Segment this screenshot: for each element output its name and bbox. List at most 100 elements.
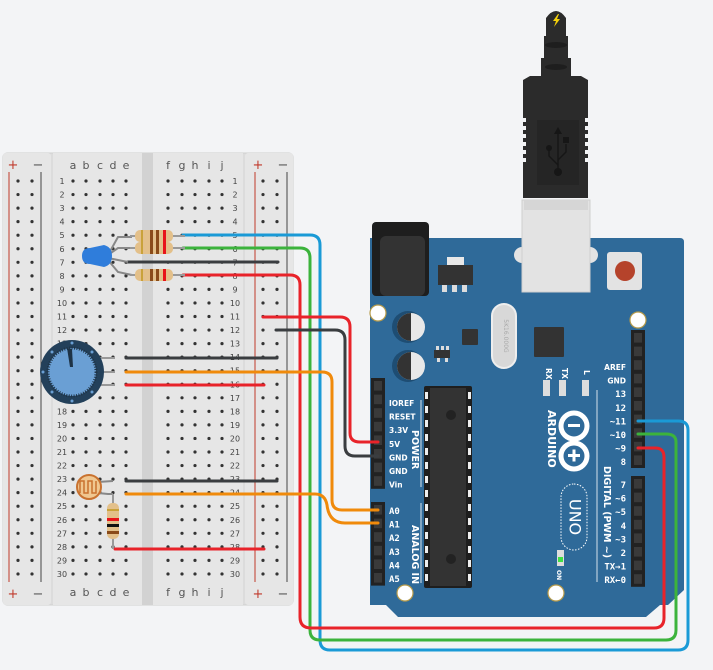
- breadboard-hole[interactable]: [193, 423, 197, 427]
- rail-hole[interactable]: [275, 220, 279, 224]
- breadboard-hole[interactable]: [207, 504, 211, 508]
- rail-hole[interactable]: [275, 558, 279, 563]
- breadboard-hole[interactable]: [220, 518, 224, 522]
- breadboard-hole[interactable]: [71, 287, 75, 291]
- rail-hole[interactable]: [30, 477, 34, 481]
- rail-hole[interactable]: [16, 287, 20, 291]
- breadboard-hole[interactable]: [193, 436, 197, 441]
- breadboard-hole[interactable]: [98, 409, 102, 413]
- rail-hole[interactable]: [261, 504, 265, 508]
- breadboard-hole[interactable]: [98, 192, 102, 197]
- rail-hole[interactable]: [261, 301, 265, 305]
- pulldown-resistor[interactable]: [107, 494, 119, 549]
- wire-green-pin10[interactable]: [181, 246, 678, 642]
- rail-hole[interactable]: [16, 220, 20, 224]
- rail-hole[interactable]: [16, 423, 20, 427]
- breadboard-hole[interactable]: [207, 450, 211, 454]
- breadboard-hole[interactable]: [180, 342, 184, 346]
- rail-hole[interactable]: [30, 450, 34, 454]
- header-socket[interactable]: [374, 381, 382, 391]
- rail-hole[interactable]: [16, 545, 20, 549]
- breadboard-hole[interactable]: [84, 409, 88, 413]
- breadboard-hole[interactable]: [166, 192, 170, 197]
- header-socket[interactable]: [374, 462, 382, 473]
- rail-hole[interactable]: [16, 382, 20, 386]
- breadboard-hole[interactable]: [124, 274, 128, 278]
- rail-hole[interactable]: [261, 409, 265, 413]
- rail-hole[interactable]: [16, 260, 20, 264]
- breadboard-hole[interactable]: [180, 179, 184, 183]
- breadboard-hole[interactable]: [220, 409, 224, 413]
- rail-hole[interactable]: [16, 328, 20, 332]
- usb-cable[interactable]: [523, 11, 588, 210]
- breadboard-hole[interactable]: [124, 450, 128, 454]
- breadboard-hole[interactable]: [220, 220, 224, 224]
- rail-hole[interactable]: [261, 192, 265, 197]
- rail-hole[interactable]: [16, 491, 20, 495]
- breadboard-hole[interactable]: [124, 287, 128, 291]
- breadboard-hole[interactable]: [98, 301, 102, 305]
- rail-hole[interactable]: [16, 179, 20, 183]
- breadboard-hole[interactable]: [220, 396, 224, 400]
- breadboard-hole[interactable]: [98, 233, 102, 237]
- rail-hole[interactable]: [261, 572, 265, 576]
- breadboard-hole[interactable]: [207, 179, 211, 183]
- breadboard-hole[interactable]: [166, 179, 170, 183]
- breadboard-hole[interactable]: [220, 450, 224, 454]
- breadboard-hole[interactable]: [124, 342, 128, 346]
- header-socket[interactable]: [634, 346, 642, 357]
- breadboard-hole[interactable]: [84, 287, 88, 291]
- breadboard-hole[interactable]: [71, 409, 75, 413]
- breadboard-hole[interactable]: [98, 531, 102, 535]
- breadboard-hole[interactable]: [124, 531, 128, 535]
- header-socket[interactable]: [634, 533, 642, 543]
- rail-hole[interactable]: [16, 369, 20, 373]
- rgb-led[interactable]: [82, 236, 133, 276]
- rail-hole[interactable]: [275, 301, 279, 305]
- breadboard-hole[interactable]: [193, 531, 197, 535]
- breadboard-hole[interactable]: [166, 220, 170, 224]
- rail-hole[interactable]: [16, 409, 20, 413]
- breadboard-hole[interactable]: [166, 463, 170, 468]
- rail-hole[interactable]: [275, 342, 279, 346]
- rail-hole[interactable]: [275, 206, 279, 210]
- breadboard-hole[interactable]: [207, 558, 211, 563]
- rail-hole[interactable]: [30, 382, 34, 386]
- breadboard-hole[interactable]: [71, 179, 75, 183]
- breadboard-hole[interactable]: [71, 545, 75, 549]
- breadboard-hole[interactable]: [207, 436, 211, 441]
- breadboard-hole[interactable]: [180, 423, 184, 427]
- breadboard-hole[interactable]: [220, 558, 224, 563]
- breadboard-hole[interactable]: [84, 504, 88, 508]
- breadboard-hole[interactable]: [220, 572, 224, 576]
- breadboard-hole[interactable]: [111, 179, 115, 183]
- breadboard-hole[interactable]: [98, 396, 102, 400]
- breadboard-hole[interactable]: [207, 396, 211, 400]
- breadboard-hole[interactable]: [71, 260, 75, 264]
- breadboard-hole[interactable]: [84, 220, 88, 224]
- header-socket[interactable]: [634, 574, 642, 584]
- breadboard-hole[interactable]: [124, 179, 128, 183]
- breadboard-hole[interactable]: [180, 518, 184, 522]
- breadboard-hole[interactable]: [193, 206, 197, 210]
- rail-hole[interactable]: [275, 572, 279, 576]
- breadboard-hole[interactable]: [84, 531, 88, 535]
- breadboard-hole[interactable]: [71, 274, 75, 278]
- breadboard-hole[interactable]: [193, 396, 197, 400]
- breadboard-hole[interactable]: [166, 409, 170, 413]
- breadboard-hole[interactable]: [98, 287, 102, 291]
- header-socket[interactable]: [374, 394, 382, 405]
- header-socket[interactable]: [634, 414, 642, 425]
- header-socket[interactable]: [374, 449, 382, 459]
- breadboard-hole[interactable]: [220, 179, 224, 183]
- breadboard-hole[interactable]: [193, 342, 197, 346]
- breadboard-hole[interactable]: [98, 504, 102, 508]
- wire-orange-a1[interactable]: [124, 492, 380, 525]
- breadboard-hole[interactable]: [166, 518, 170, 522]
- rail-hole[interactable]: [16, 463, 20, 468]
- rail-hole[interactable]: [16, 342, 20, 346]
- wire-blue-pin11[interactable]: [181, 233, 690, 652]
- rail-hole[interactable]: [30, 342, 34, 346]
- breadboard-hole[interactable]: [98, 463, 102, 468]
- breadboard-hole[interactable]: [207, 463, 211, 468]
